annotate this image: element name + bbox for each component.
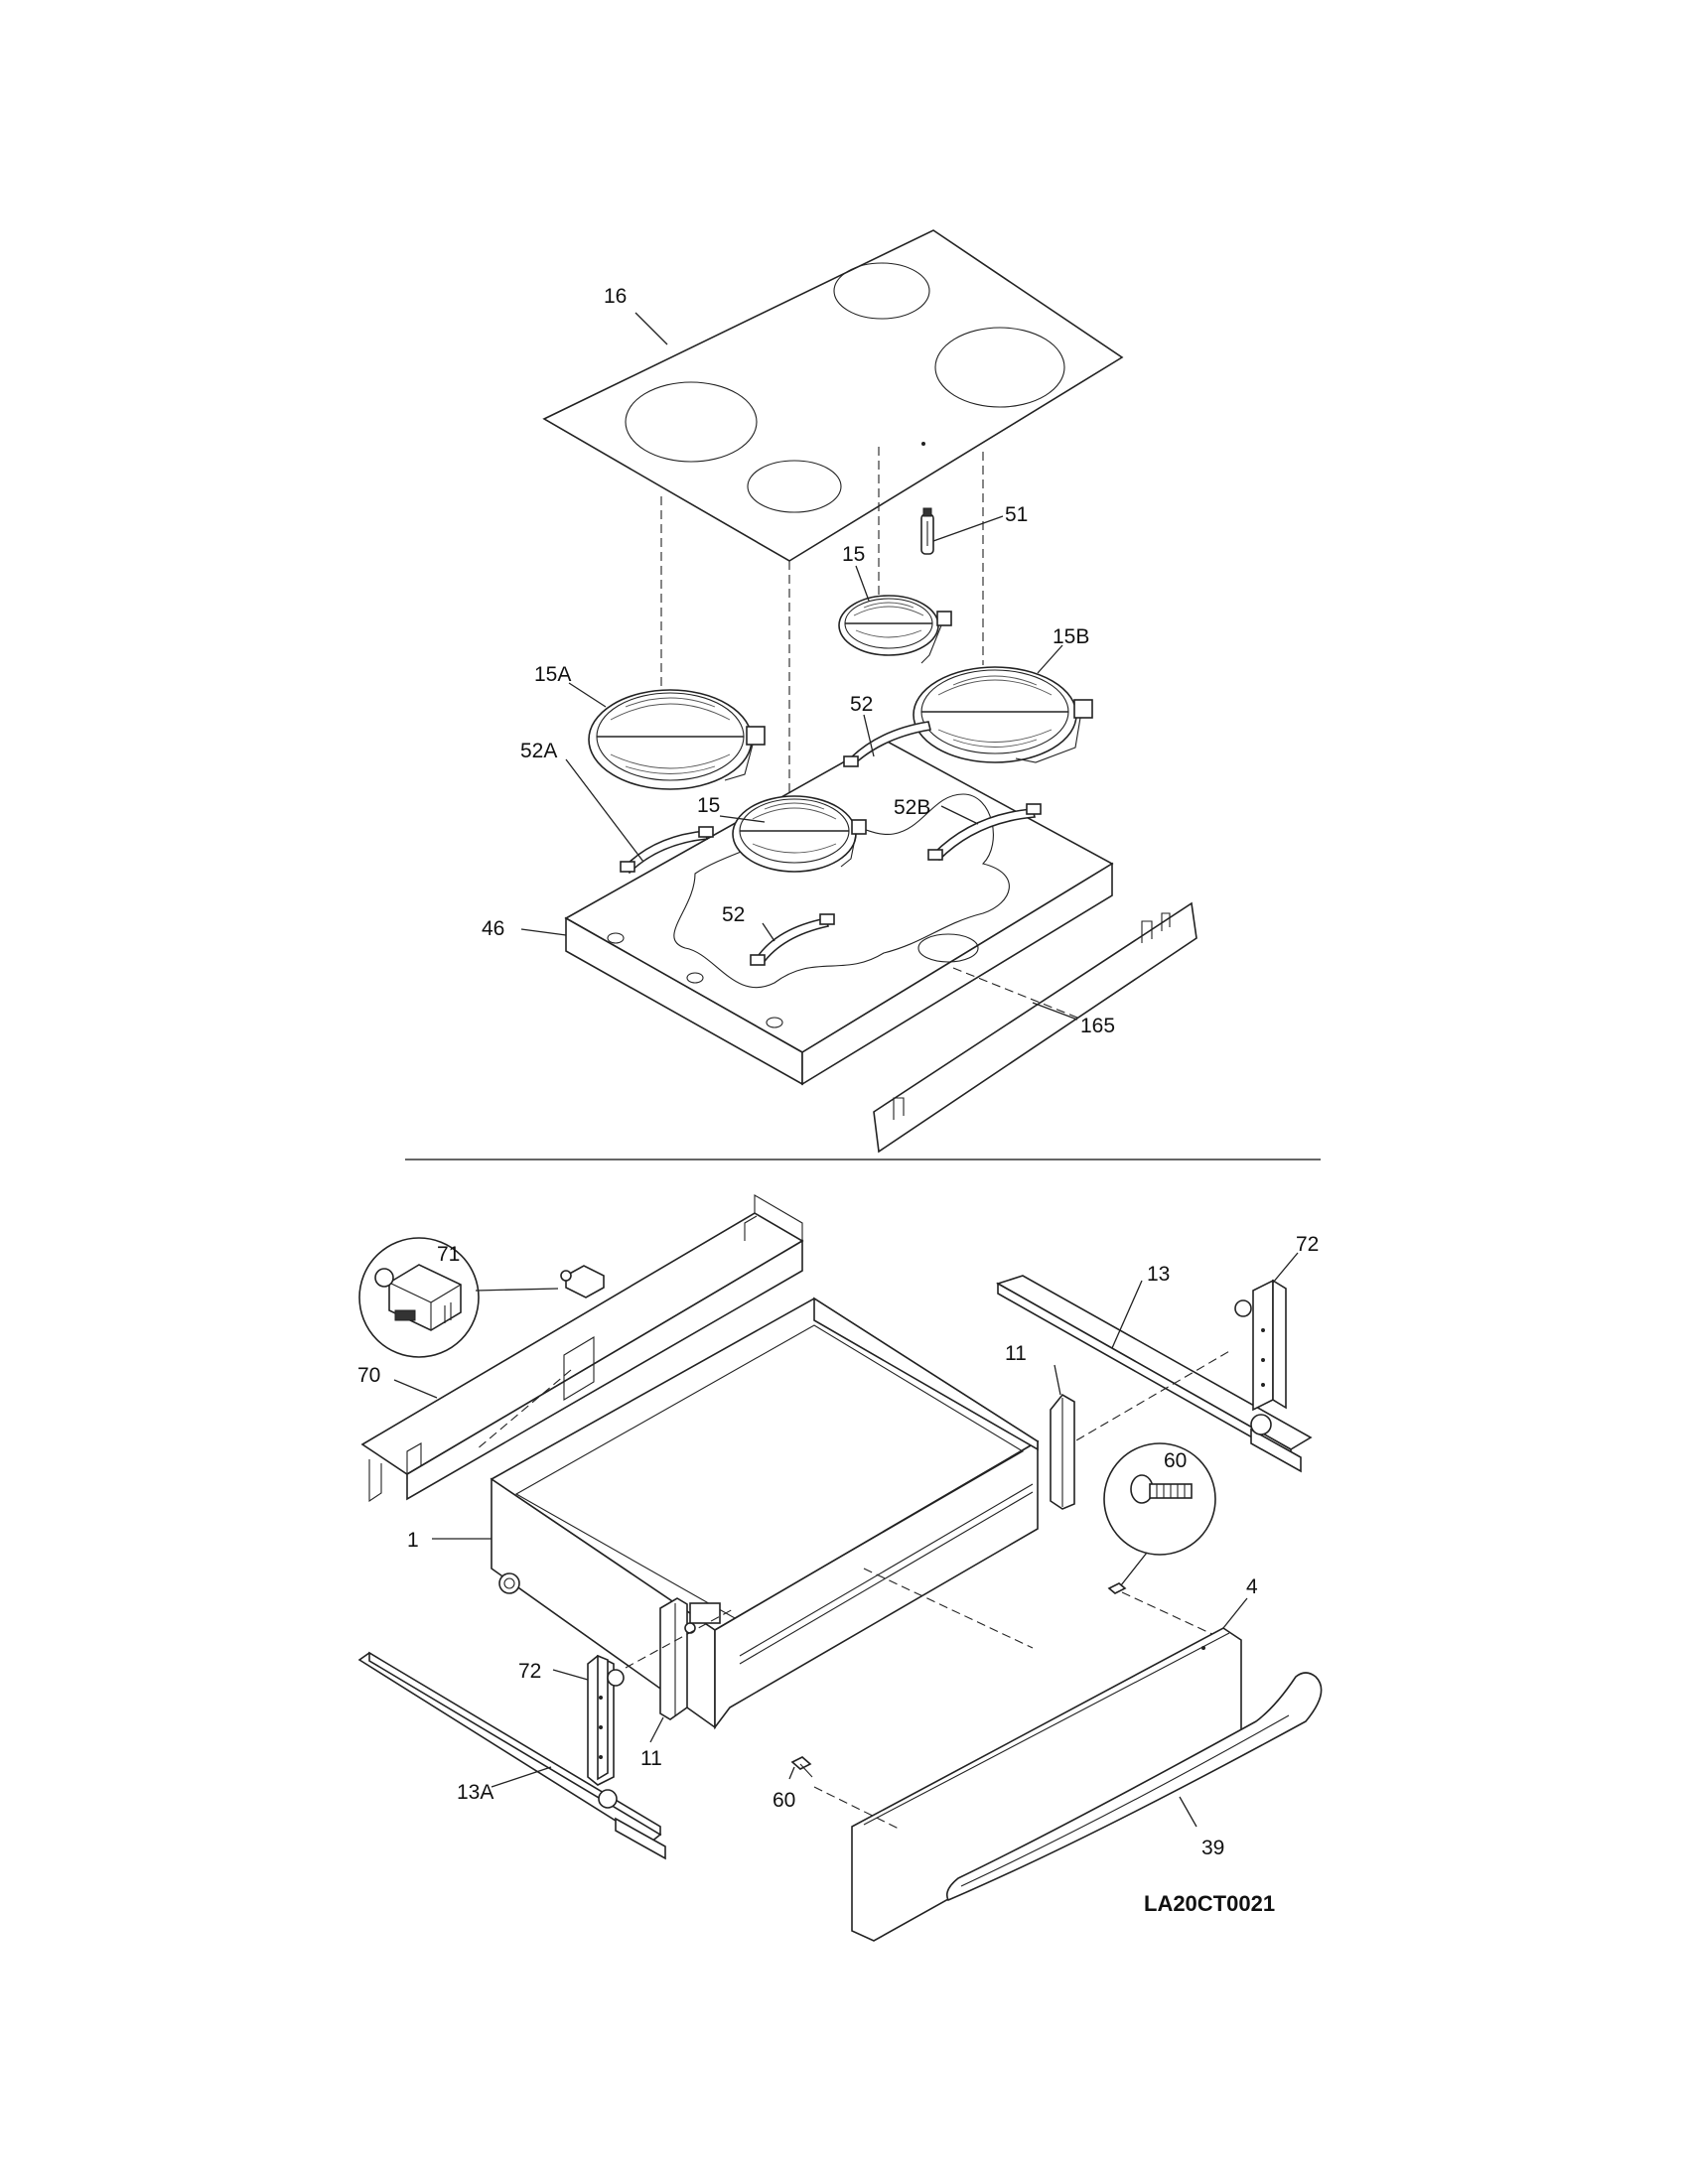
element-small-top xyxy=(838,595,952,664)
diagram-code: LA20CT0021 xyxy=(1144,1891,1275,1916)
callout-165: 165 xyxy=(1080,1015,1115,1037)
rail-left-upper xyxy=(360,1194,804,1503)
callout-15-top: 15 xyxy=(842,543,865,566)
cooktop-glass xyxy=(542,229,1124,562)
callout-13a: 13A xyxy=(457,1781,493,1804)
callout-52a: 52A xyxy=(520,740,557,762)
sensor-probe xyxy=(920,507,934,555)
burner-box xyxy=(564,739,1114,1086)
element-small-center xyxy=(732,795,867,873)
callout-51: 51 xyxy=(1005,503,1028,526)
callout-4: 4 xyxy=(1246,1575,1258,1598)
callout-39: 39 xyxy=(1201,1837,1224,1859)
callout-labels: 16 51 15 15B 15A 52A 15 52 52B 52 46 165… xyxy=(357,285,1319,1916)
front-screw xyxy=(790,1756,813,1778)
callout-1: 1 xyxy=(407,1529,419,1552)
callout-60-detail: 60 xyxy=(1164,1449,1187,1472)
callout-11-left: 11 xyxy=(640,1747,662,1770)
support-right xyxy=(1050,1393,1075,1510)
callout-15b: 15B xyxy=(1053,625,1089,648)
mounting-brackets xyxy=(620,721,1042,966)
callout-15-center: 15 xyxy=(697,794,720,817)
leader-lines xyxy=(393,312,1299,1828)
support-left xyxy=(625,1597,736,1720)
screw-detail xyxy=(1103,1442,1217,1637)
callout-13: 13 xyxy=(1147,1263,1170,1286)
callout-60-front: 60 xyxy=(773,1789,795,1812)
slide-left xyxy=(357,1651,666,1860)
drawer-body xyxy=(490,1297,1040,1730)
callout-72-left: 72 xyxy=(518,1660,541,1683)
callout-70: 70 xyxy=(357,1364,380,1387)
bracket-left-front xyxy=(587,1654,625,1786)
callout-11-right: 11 xyxy=(1005,1342,1027,1365)
drawer-handle xyxy=(945,1672,1323,1902)
bracket-right-rear xyxy=(1234,1279,1287,1412)
callout-72-right: 72 xyxy=(1296,1233,1319,1256)
callout-46: 46 xyxy=(482,917,504,940)
projection-lines-top xyxy=(660,447,984,809)
callout-52b: 52B xyxy=(894,796,930,819)
slide-right xyxy=(996,1275,1313,1473)
callout-52-upper: 52 xyxy=(850,693,873,716)
element-large-right xyxy=(913,666,1093,763)
callout-71: 71 xyxy=(437,1243,460,1266)
rear-bracket xyxy=(873,901,1197,1154)
callout-15a: 15A xyxy=(534,663,571,686)
callout-16: 16 xyxy=(604,285,627,308)
roller-detail xyxy=(358,1237,605,1358)
element-large-left xyxy=(588,689,766,790)
callout-52-lower: 52 xyxy=(722,903,745,926)
